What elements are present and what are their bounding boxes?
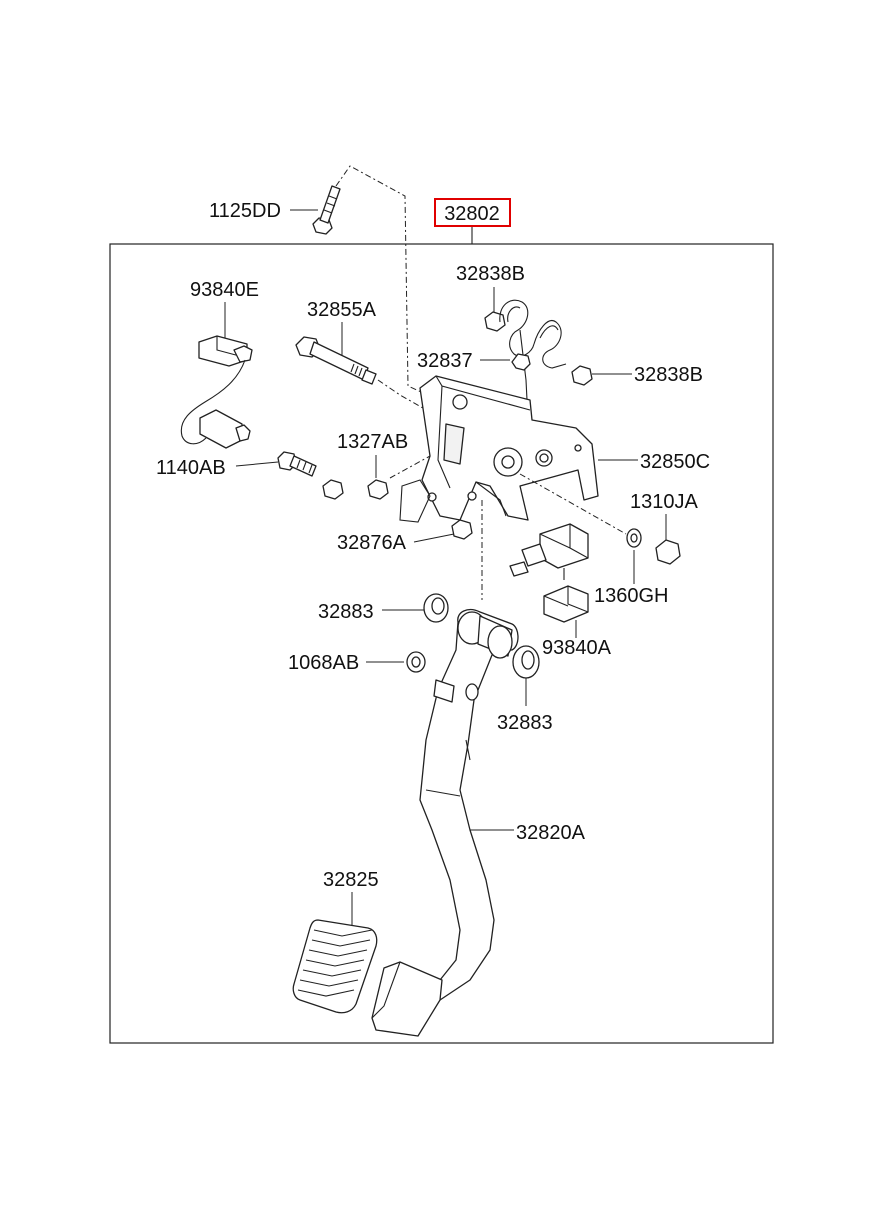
callout-32825[interactable]: 32825: [323, 869, 379, 891]
bolt-32855A: [295, 336, 377, 385]
nut-32838B-right: [571, 365, 593, 386]
callout-32883-right[interactable]: 32883: [497, 712, 553, 734]
dash-line-1327AB: [389, 455, 431, 479]
leader-1140AB: [235, 461, 279, 467]
callout-1310JA[interactable]: 1310JA: [630, 491, 698, 513]
bolt-1125DD: [312, 185, 341, 235]
callout-1125DD[interactable]: 1125DD: [209, 200, 281, 222]
switch-93840E: [180, 335, 253, 449]
dash-line-1310JA: [519, 473, 627, 535]
callout-93840E[interactable]: 93840E: [190, 279, 259, 301]
callout-1360GH[interactable]: 1360GH: [594, 585, 669, 607]
bushing-32883-left: [423, 593, 449, 623]
nut-1327AB: [367, 479, 389, 500]
bolt-1140AB: [277, 451, 317, 477]
assembly-frame: [109, 243, 774, 1044]
nut-32838B-top: [484, 311, 506, 332]
leader-32876A: [413, 533, 455, 543]
callout-32855A[interactable]: 32855A: [307, 299, 377, 321]
pedal-plate: [371, 961, 443, 1037]
nut-1310JA: [655, 539, 681, 565]
assembly-number[interactable]: 32802: [444, 203, 500, 225]
callout-32838B-right[interactable]: 32838B: [634, 364, 703, 386]
callout-1068AB[interactable]: 1068AB: [288, 652, 359, 674]
bracket-32850C: [399, 375, 599, 523]
callout-32883-left[interactable]: 32883: [318, 601, 374, 623]
switch-93840A: [509, 523, 589, 623]
washer-1068AB-hole: [411, 656, 421, 668]
callout-32876A[interactable]: 32876A: [337, 532, 407, 554]
pedal-pad-32825: [292, 919, 378, 1014]
callout-32837[interactable]: 32837: [417, 350, 473, 372]
callout-1140AB[interactable]: 1140AB: [156, 457, 226, 479]
callout-32838B-top[interactable]: 32838B: [456, 263, 525, 285]
nut-1140AB: [322, 479, 344, 500]
callout-1327AB[interactable]: 1327AB: [337, 431, 408, 453]
callout-32820A[interactable]: 32820A: [516, 822, 586, 844]
assembly-number-highlight: [434, 198, 511, 227]
nut-32876A: [451, 519, 473, 540]
callout-93840A[interactable]: 93840A: [542, 637, 612, 659]
dash-line-bolt: [335, 165, 431, 397]
bushing-32883-right: [512, 645, 540, 679]
clip-32837: [511, 353, 531, 371]
pedal-arm-32820A: [419, 608, 519, 1001]
washer-1360GH-hole: [630, 533, 638, 543]
callout-32850C[interactable]: 32850C: [640, 451, 710, 473]
